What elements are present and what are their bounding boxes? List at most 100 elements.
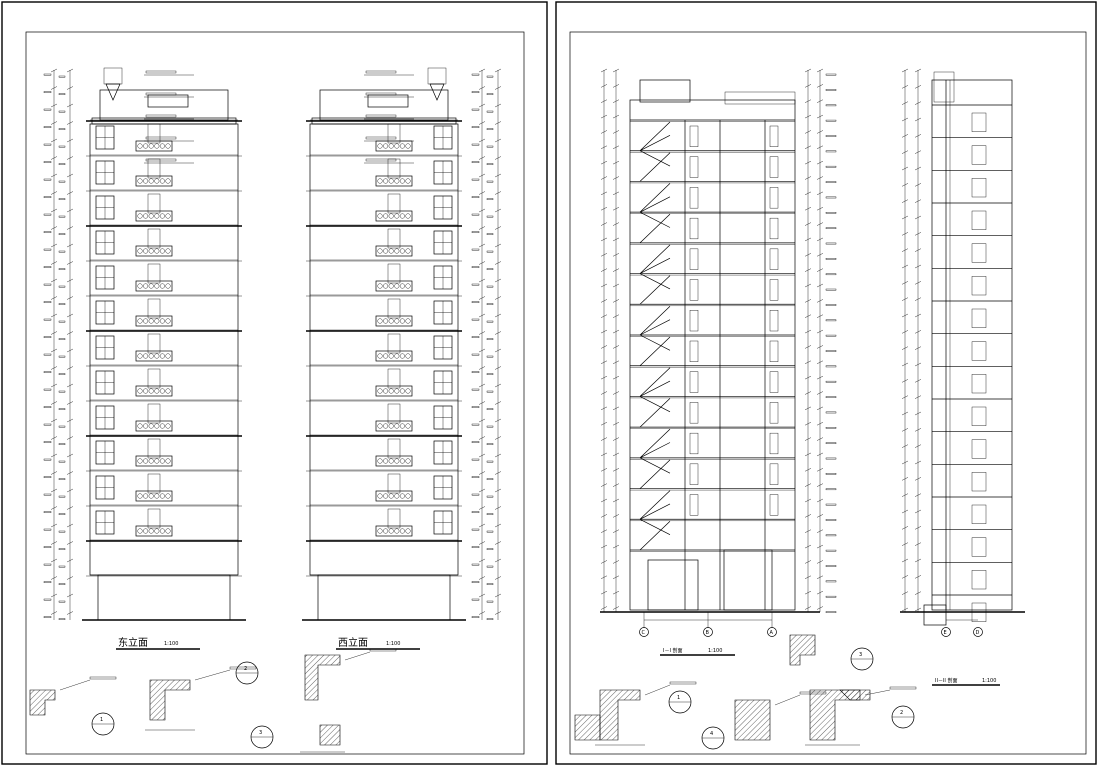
baluster-ornament (137, 493, 143, 499)
dimension-tick (612, 483, 620, 487)
section-1-scale: 1:100 (708, 648, 722, 654)
dimension-tick (66, 208, 74, 213)
level-mark (471, 231, 480, 233)
dimension-tick (816, 191, 824, 196)
hatched-detail-profile (304, 654, 341, 701)
dimension-tick (816, 114, 824, 119)
dimension-tick (612, 191, 620, 196)
balcony-rail (135, 420, 173, 432)
level-mark (58, 303, 66, 305)
door-opening (769, 156, 779, 178)
level-mark (471, 248, 480, 251)
level-mark (486, 180, 494, 183)
level-mark (58, 495, 66, 498)
dimension-tick (612, 544, 620, 549)
baluster-ornament (137, 248, 143, 254)
level-mark (471, 388, 480, 391)
level-mark (43, 336, 52, 338)
dimension-tick (478, 331, 486, 335)
baluster-ornament (165, 248, 171, 254)
balcony-door (147, 508, 161, 529)
dimension-tick (914, 395, 922, 399)
dimension-tick (600, 498, 608, 503)
baluster-ornament (383, 178, 389, 184)
dimension-tick (66, 453, 74, 458)
dimension-tick (816, 299, 824, 303)
dimension-tick (901, 477, 909, 481)
dimension-tick (50, 506, 58, 510)
baluster-ornament (143, 458, 149, 464)
baluster-ornament (154, 423, 160, 429)
dimension-tick (901, 493, 909, 497)
door-opening (971, 112, 987, 132)
dimension-tick (612, 560, 620, 564)
dimension-tick (816, 314, 824, 318)
level-mark (58, 285, 66, 288)
dimension-tick (816, 253, 824, 257)
axis-marks: C B A E D (639, 627, 983, 637)
dimension-tick (494, 523, 502, 528)
dimension-tick (600, 160, 608, 165)
baluster-ornament (165, 143, 171, 149)
baluster-ornament (137, 353, 143, 359)
dimension-tick (816, 360, 824, 364)
baluster-ornament (377, 318, 383, 324)
dimension-tick (804, 207, 812, 211)
baluster-ornament (154, 493, 160, 499)
level-mark (471, 283, 480, 286)
section-2-title: II－II 剖面 1:100 (932, 677, 1000, 686)
dimension-tick (478, 541, 486, 545)
level-mark (471, 301, 480, 303)
door-opening (971, 210, 987, 230)
dimension-tick (816, 422, 824, 426)
dimension-tick (612, 468, 620, 472)
baluster-ornament (394, 458, 400, 464)
note-text-mark (365, 158, 397, 162)
level-mark (825, 595, 837, 598)
dimension-tick (478, 401, 486, 405)
dimension-tick (901, 183, 909, 187)
baluster-ornament (143, 318, 149, 324)
dimension-tick (50, 471, 58, 475)
level-mark (58, 198, 66, 200)
dimension-tick (914, 575, 922, 579)
dimension-tick (478, 383, 486, 388)
baluster-ornament (148, 213, 154, 219)
note-text-mark (365, 114, 397, 118)
baluster-ornament (394, 388, 400, 394)
balcony-door (147, 403, 161, 424)
dimension-tick (901, 607, 909, 612)
balcony-rail (375, 315, 413, 327)
dimension-tick (478, 488, 486, 493)
dimension-tick (66, 348, 74, 353)
dimension-tick (612, 590, 620, 595)
door-opening (971, 472, 987, 492)
baluster-ornament (377, 493, 383, 499)
baluster-ornament (377, 353, 383, 359)
dimension-tick (494, 103, 502, 108)
dimension-tick (901, 330, 909, 334)
dimension-tick (600, 114, 608, 119)
baluster-ornament (154, 388, 160, 394)
detail-leader (59, 679, 91, 691)
dimension-tick (494, 278, 502, 283)
svg-text:3: 3 (259, 730, 262, 736)
dimension-tick (478, 471, 486, 475)
level-mark (486, 338, 494, 340)
dimension-tick (50, 313, 58, 318)
dimension-tick (494, 576, 502, 580)
axis-mark-e: E (941, 627, 951, 637)
baluster-ornament (148, 423, 154, 429)
level-mark (486, 320, 494, 323)
door-opening (769, 187, 779, 209)
door-opening (769, 310, 779, 332)
balcony-door (387, 158, 401, 179)
dimension-tick (914, 330, 922, 334)
balcony-door (387, 508, 401, 529)
balcony-door (147, 123, 161, 144)
baluster-ornament (388, 493, 394, 499)
dimension-tick (804, 191, 812, 196)
balcony-rail (135, 210, 173, 222)
detail-mark-1-left: 1 (91, 712, 115, 736)
dimension-tick (612, 207, 620, 211)
